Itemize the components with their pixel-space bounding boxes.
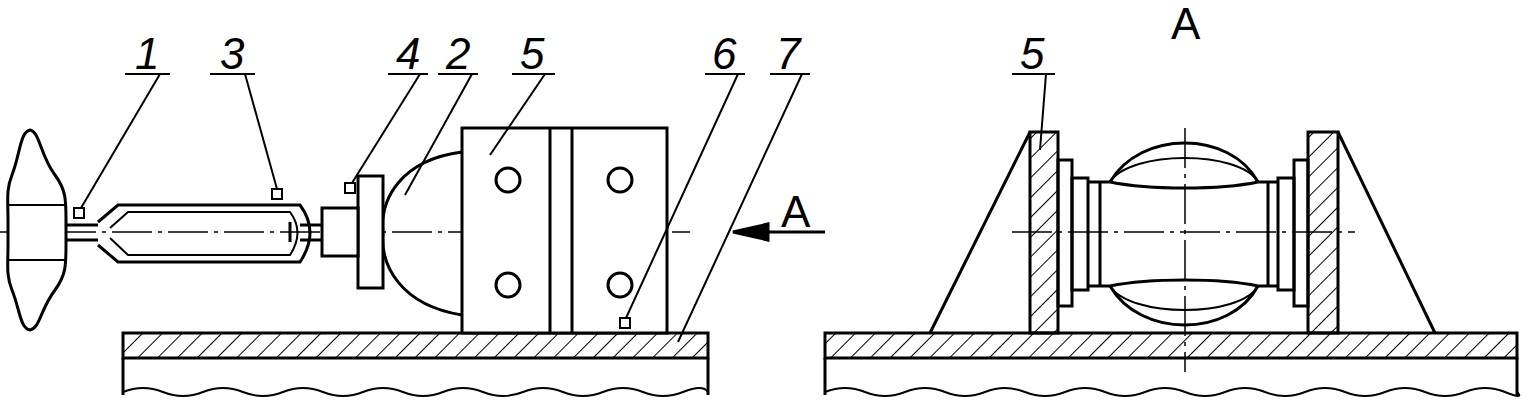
valve-yoke — [65, 205, 322, 262]
view-title: A — [1171, 2, 1200, 46]
view-arrow — [733, 224, 825, 240]
callout-number: 4 — [396, 32, 420, 76]
callout-number: 5 — [1020, 32, 1044, 76]
base-plate-right — [825, 333, 1519, 396]
callout-number: 1 — [135, 32, 159, 76]
handwheel — [8, 130, 66, 330]
valve-side — [1058, 143, 1308, 325]
centerlines-right — [1012, 128, 1355, 372]
callout-number: 5 — [520, 32, 544, 76]
sensor-markers — [74, 183, 630, 328]
support-ribs — [930, 132, 1435, 333]
callout-number: 6 — [712, 32, 736, 76]
leader-line-right — [1012, 74, 1055, 150]
view-letter: A — [781, 190, 810, 234]
fixture-clamp — [462, 128, 667, 333]
callout-number: 3 — [220, 32, 244, 76]
valve-body — [322, 152, 462, 315]
base-plate-left — [123, 333, 708, 396]
callout-number: 7 — [776, 32, 800, 76]
callout-number: 2 — [446, 32, 470, 76]
leader-lines — [81, 74, 810, 342]
